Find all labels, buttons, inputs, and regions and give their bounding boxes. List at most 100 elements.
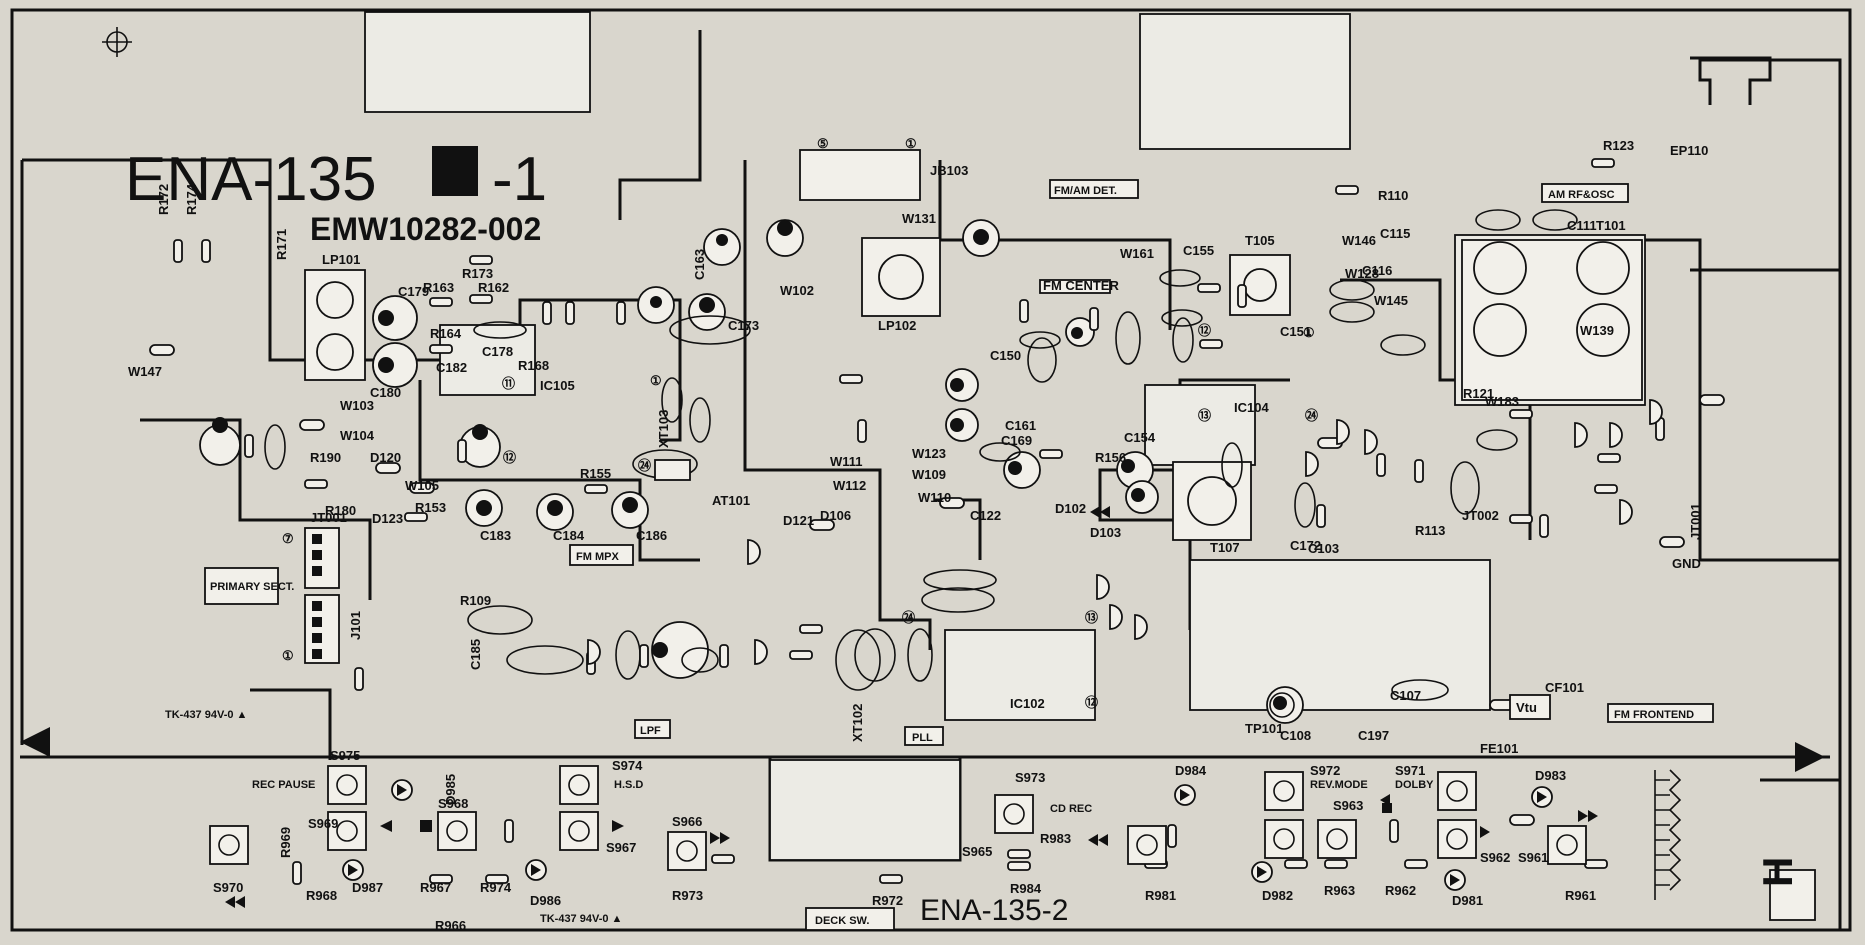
svg-text:R969: R969 — [278, 827, 293, 858]
label-tk-mid: TK-437 94V-0 ▲ — [540, 913, 622, 925]
svg-text:C108: C108 — [1280, 728, 1311, 743]
svg-text:D123: D123 — [372, 511, 403, 526]
svg-text:R174: R174 — [184, 183, 199, 215]
svg-text:㉔: ㉔ — [1305, 408, 1318, 423]
svg-text:D120: D120 — [370, 450, 401, 465]
svg-text:R162: R162 — [478, 280, 509, 295]
svg-text:C115: C115 — [1380, 226, 1410, 241]
svg-text:W102: W102 — [780, 283, 814, 298]
svg-text:XT102: XT102 — [850, 704, 865, 742]
svg-text:R972: R972 — [872, 893, 903, 908]
svg-text:S963: S963 — [1333, 798, 1363, 813]
svg-text:⑤: ⑤ — [817, 136, 829, 151]
svg-text:R962: R962 — [1385, 883, 1416, 898]
svg-text:C173: C173 — [728, 318, 759, 333]
svg-text:JT001: JT001 — [310, 510, 347, 525]
svg-text:XT103: XT103 — [656, 410, 671, 448]
ic104-body — [1144, 384, 1256, 466]
svg-text:C182: C182 — [436, 360, 467, 375]
pin-markers: ⑤ ① ⑪ ① ⑫ ㉔ ⑦ ① ㉔ ⑬ ⑫ ⑫ ⑬ ㉔ ① — [282, 136, 1318, 710]
svg-text:S966: S966 — [672, 814, 702, 829]
svg-text:R168: R168 — [518, 358, 549, 373]
svg-text:R180: R180 — [325, 503, 356, 518]
svg-text:R981: R981 — [1145, 888, 1176, 903]
switch-pads — [209, 765, 1587, 871]
svg-text:⑫: ⑫ — [1085, 695, 1098, 710]
svg-text:W111: W111 — [830, 454, 863, 469]
svg-text:D983: D983 — [1535, 768, 1566, 783]
svg-text:R164: R164 — [430, 326, 462, 341]
svg-text:S968: S968 — [438, 796, 468, 811]
svg-text:R983: R983 — [1040, 831, 1071, 846]
svg-text:IC105: IC105 — [540, 378, 575, 393]
svg-text:R974: R974 — [480, 880, 512, 895]
label-deck-sw: DECK SW. — [815, 915, 869, 927]
svg-text:R109: R109 — [460, 593, 491, 608]
svg-text:W103: W103 — [340, 398, 374, 413]
lp101-coil — [304, 269, 366, 381]
designator-labels: R172 R174 R171 R173 LP101 C179 R163 R162… — [128, 138, 1708, 933]
svg-text:C154: C154 — [1124, 430, 1156, 445]
label-rec-pause: REC PAUSE — [252, 779, 315, 791]
svg-text:W139: W139 — [1580, 323, 1614, 338]
registration-mark — [102, 27, 132, 57]
label-hsd: H.S.D — [614, 779, 643, 791]
label-tk-left: TK-437 94V-0 ▲ — [165, 709, 247, 721]
svg-text:TP101: TP101 — [1245, 721, 1283, 736]
svg-text:S961: S961 — [1518, 850, 1548, 865]
svg-text:AT101: AT101 — [712, 493, 750, 508]
svg-text:R173: R173 — [462, 266, 493, 281]
label-fm-center: FM CENTER — [1043, 278, 1119, 293]
svg-text:C178: C178 — [482, 344, 513, 359]
svg-text:C103: C103 — [1308, 541, 1339, 556]
svg-text:T101: T101 — [1596, 218, 1626, 233]
svg-text:D981: D981 — [1452, 893, 1483, 908]
svg-text:㉔: ㉔ — [902, 610, 915, 625]
svg-text:R961: R961 — [1565, 888, 1596, 903]
svg-text:J101: J101 — [348, 611, 363, 640]
side-marker-box — [1769, 869, 1816, 921]
right-arrow-icon — [1795, 742, 1825, 772]
svg-text:C184: C184 — [553, 528, 585, 543]
title-block-mark — [432, 146, 478, 196]
svg-text:S975: S975 — [330, 748, 360, 763]
svg-text:D984: D984 — [1175, 763, 1207, 778]
svg-text:R973: R973 — [672, 888, 703, 903]
svg-text:JT002: JT002 — [1462, 508, 1499, 523]
svg-text:W112: W112 — [833, 478, 866, 493]
svg-text:W147: W147 — [128, 364, 162, 379]
svg-text:W145: W145 — [1374, 293, 1408, 308]
mounting-hole — [1269, 692, 1295, 718]
svg-text:S970: S970 — [213, 880, 243, 895]
svg-text:C183: C183 — [480, 528, 511, 543]
svg-text:S971: S971 — [1395, 763, 1425, 778]
svg-text:S965: S965 — [962, 844, 992, 859]
svg-text:W161: W161 — [1120, 246, 1154, 261]
svg-text:W109: W109 — [912, 467, 946, 482]
svg-text:IC102: IC102 — [1010, 696, 1045, 711]
svg-text:㉔: ㉔ — [638, 458, 651, 473]
svg-text:D121: D121 — [783, 513, 814, 528]
t101-coil — [1461, 239, 1643, 401]
svg-text:D987: D987 — [352, 880, 383, 895]
svg-text:C180: C180 — [370, 385, 401, 400]
jt-connectors — [304, 527, 340, 664]
side-marker: H — [1754, 857, 1801, 887]
transistors — [587, 399, 1663, 665]
svg-text:EP110: EP110 — [1670, 143, 1708, 158]
label-fm-am-det: FM/AM DET. — [1054, 185, 1117, 197]
svg-text:R190: R190 — [310, 450, 341, 465]
svg-text:C111: C111 — [1567, 218, 1597, 233]
svg-text:C172: C172 — [1290, 538, 1321, 553]
label-lpf: LPF — [640, 725, 661, 737]
label-fm-frontend: FM FRONTEND — [1614, 709, 1694, 721]
svg-text:R966: R966 — [435, 918, 466, 933]
label-pll: PLL — [912, 732, 933, 744]
svg-text:R171: R171 — [274, 229, 289, 260]
svg-text:W183: W183 — [1485, 394, 1519, 409]
svg-text:⑦: ⑦ — [282, 531, 294, 546]
svg-text:R113: R113 — [1415, 523, 1445, 538]
svg-text:R172: R172 — [156, 184, 171, 215]
led-icons — [342, 779, 1553, 891]
